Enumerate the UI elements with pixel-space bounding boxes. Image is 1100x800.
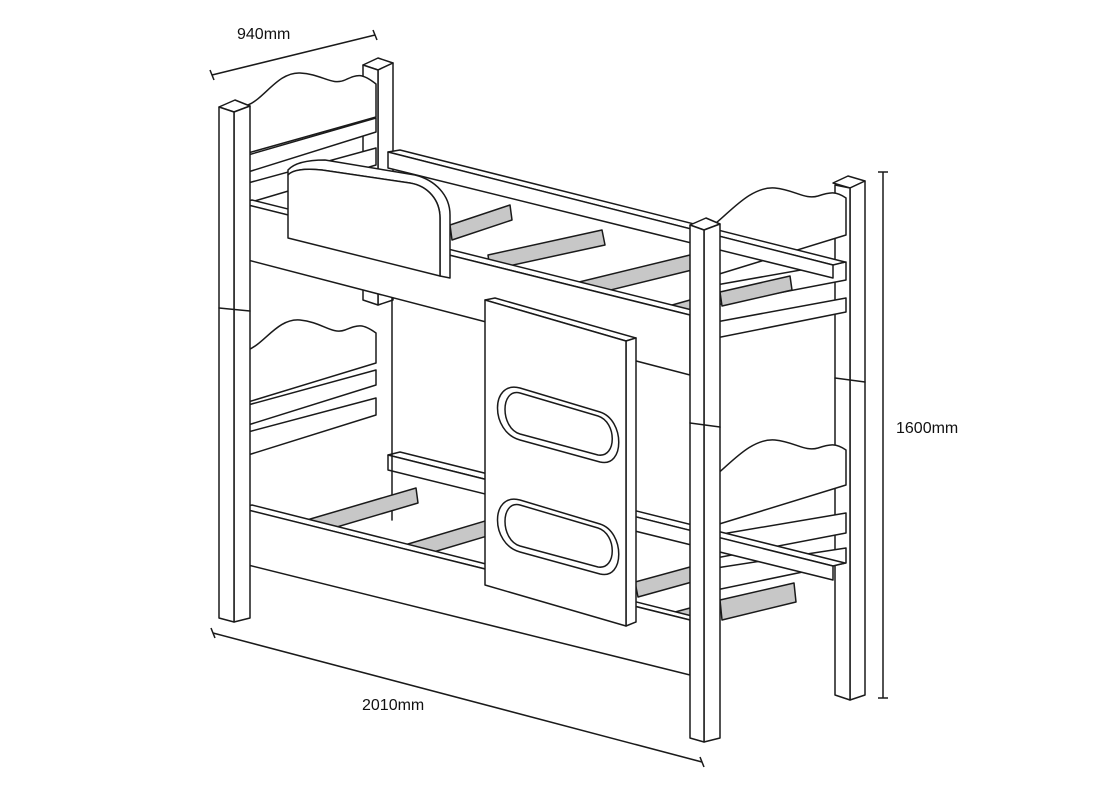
front-left-post bbox=[218, 99, 251, 623]
foot-end-wave-board-lower bbox=[715, 439, 847, 526]
upper-slat-1 bbox=[449, 204, 513, 241]
front-right-post bbox=[689, 217, 721, 743]
height-dimension-label: 1600mm bbox=[896, 420, 958, 437]
length-dimension-line bbox=[210, 627, 705, 768]
height-dimension-line bbox=[878, 171, 888, 699]
width-dimension-line bbox=[209, 29, 378, 81]
upper-slats bbox=[449, 204, 793, 323]
head-end-lower-frame bbox=[247, 319, 377, 456]
guard-rail-panel bbox=[287, 159, 451, 279]
ladder-panel bbox=[484, 297, 637, 627]
upper-slat-5 bbox=[719, 275, 793, 307]
lower-slat-4 bbox=[634, 566, 693, 598]
ladder-hole-lower bbox=[496, 498, 620, 576]
lower-slat-6 bbox=[719, 582, 797, 621]
width-dimension-label: 940mm bbox=[237, 26, 290, 43]
head-end-wave-board-upper bbox=[247, 72, 377, 154]
back-side-rail-upper bbox=[387, 149, 846, 279]
back-right-post bbox=[832, 175, 866, 701]
head-end-wave-board-lower bbox=[247, 319, 377, 403]
ladder-hole-upper bbox=[496, 386, 620, 464]
length-dimension-label: 2010mm bbox=[362, 697, 424, 714]
